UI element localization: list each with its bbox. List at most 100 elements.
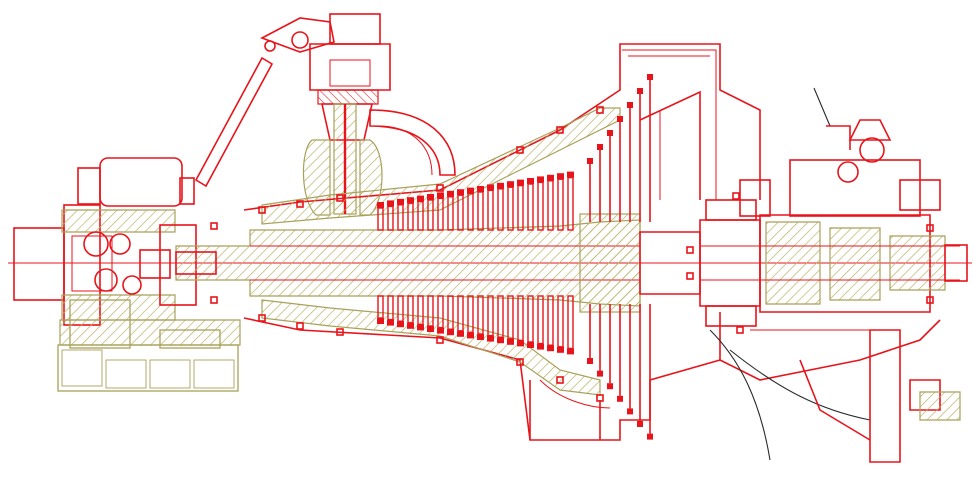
lp-blade-tip-lower xyxy=(647,433,653,440)
hp-blade-shroud-upper xyxy=(487,184,494,191)
hp-blade-shroud-lower xyxy=(387,319,394,326)
hp-blade-upper xyxy=(547,180,554,231)
lp-blade-tip-lower xyxy=(637,421,643,427)
joint-bolt-mark xyxy=(736,326,744,334)
hp-blade-upper xyxy=(527,183,534,231)
hp-blade-shroud-lower xyxy=(397,321,404,328)
hp-blade-shroud-upper xyxy=(407,197,414,204)
joint-bolt-mark xyxy=(516,146,524,154)
hp-blade-shroud-lower xyxy=(507,338,514,345)
hp-blade-upper xyxy=(477,191,484,231)
hp-blade-shroud-lower xyxy=(547,345,554,352)
joint-bolt-mark xyxy=(436,336,444,344)
hp-blade-upper xyxy=(467,192,474,231)
joint-bolt-mark xyxy=(210,296,218,304)
hp-blade-shroud-upper xyxy=(397,198,404,205)
front-bearing-pedestal xyxy=(13,157,241,346)
joint-bolt-mark xyxy=(926,296,934,304)
hp-blade-lower xyxy=(487,295,494,337)
hp-blade-lower xyxy=(497,295,504,338)
hp-blade-shroud-lower xyxy=(537,343,544,350)
lp-blade-tip-lower xyxy=(627,408,633,415)
hp-blade-shroud-upper xyxy=(377,202,384,208)
joint-bolt-mark xyxy=(732,192,740,200)
hp-blade-shroud-lower xyxy=(557,346,564,353)
lp-blade-tip-lower xyxy=(597,370,603,377)
lp-blade-tip-lower xyxy=(607,383,613,390)
joint-bolt-mark xyxy=(336,194,344,202)
hp-blade-shroud-lower xyxy=(447,329,454,336)
lp-blade-tip-upper xyxy=(607,130,613,136)
hp-blade-shroud-upper xyxy=(427,194,434,200)
lp-blade-tip-upper xyxy=(617,116,623,122)
joint-bolt-mark xyxy=(258,206,266,214)
joint-bolt-mark xyxy=(596,394,604,402)
joint-bolt-mark xyxy=(596,106,604,114)
hp-blade-shroud-upper xyxy=(507,181,514,188)
hp-blade-shroud-upper xyxy=(557,173,564,180)
hp-blade-stages xyxy=(377,171,574,355)
hp-blade-shroud-upper xyxy=(417,195,424,202)
lp-blade-tip-upper xyxy=(587,158,593,164)
hp-blade-lower xyxy=(507,295,514,340)
joint-bolt-mark xyxy=(336,328,344,336)
hp-blade-shroud-upper xyxy=(547,174,554,181)
joint-bolt-mark xyxy=(210,222,218,230)
hp-blade-shroud-lower xyxy=(527,342,534,348)
lp-blade-tip-upper xyxy=(597,144,603,150)
hp-blade-shroud-upper xyxy=(447,190,454,197)
foundation-frame xyxy=(57,299,239,392)
joint-bolt-mark xyxy=(556,376,564,384)
joint-bolt-mark xyxy=(436,184,444,192)
lp-blade-tip-lower xyxy=(587,358,593,364)
hp-blade-shroud-lower xyxy=(457,330,464,337)
hp-blade-shroud-upper xyxy=(527,178,534,184)
casing-joint-details xyxy=(210,106,934,402)
joint-bolt-mark xyxy=(516,358,524,366)
hp-blade-lower xyxy=(557,295,564,348)
joint-bolt-mark xyxy=(556,126,564,134)
joint-bolt-mark xyxy=(258,314,266,322)
lp-blade-tip-upper xyxy=(637,88,643,94)
hp-blade-shroud-upper xyxy=(567,171,574,178)
lp-blade-tip-upper xyxy=(627,102,633,108)
hp-blade-shroud-upper xyxy=(457,189,464,196)
hp-blade-upper xyxy=(557,178,564,231)
hp-blade-upper xyxy=(517,184,524,231)
hp-blade-shroud-lower xyxy=(497,337,504,344)
hp-blade-shroud-lower xyxy=(427,326,434,332)
lp-blade-tip-upper xyxy=(647,74,653,80)
hp-blade-upper xyxy=(497,188,504,231)
hp-blade-shroud-upper xyxy=(477,186,484,192)
hp-blade-upper xyxy=(507,186,514,231)
hp-blade-shroud-upper xyxy=(517,179,524,186)
hp-blade-upper xyxy=(537,181,544,231)
lp-blade-tip-lower xyxy=(617,395,623,402)
joint-bolt-mark xyxy=(686,272,694,280)
governor-valve-assembly xyxy=(194,13,456,216)
hp-blade-lower xyxy=(537,295,544,345)
hp-blade-shroud-upper xyxy=(537,176,544,183)
joint-bolt-mark xyxy=(296,200,304,208)
hp-blade-shroud-lower xyxy=(517,340,524,347)
rear-support-structure xyxy=(709,312,961,463)
hp-blade-shroud-lower xyxy=(377,318,384,324)
hp-blade-shroud-lower xyxy=(417,324,424,331)
joint-bolt-mark xyxy=(296,322,304,330)
hp-blade-upper xyxy=(567,176,574,231)
hp-blade-shroud-lower xyxy=(487,335,494,342)
hp-blade-shroud-lower xyxy=(407,322,414,329)
hp-blade-lower xyxy=(547,295,554,346)
rear-bearing-housing xyxy=(639,87,968,327)
hp-blade-shroud-upper xyxy=(387,200,394,207)
hp-blade-upper xyxy=(487,189,494,231)
hp-blade-shroud-lower xyxy=(467,332,474,339)
hp-blade-shroud-lower xyxy=(567,348,574,355)
lp-blade-discs xyxy=(587,74,653,440)
hp-blade-lower xyxy=(517,295,524,342)
joint-bolt-mark xyxy=(926,224,934,232)
hp-blade-shroud-upper xyxy=(437,192,444,199)
hp-blade-shroud-lower xyxy=(477,334,484,340)
hp-blade-lower xyxy=(527,295,534,343)
